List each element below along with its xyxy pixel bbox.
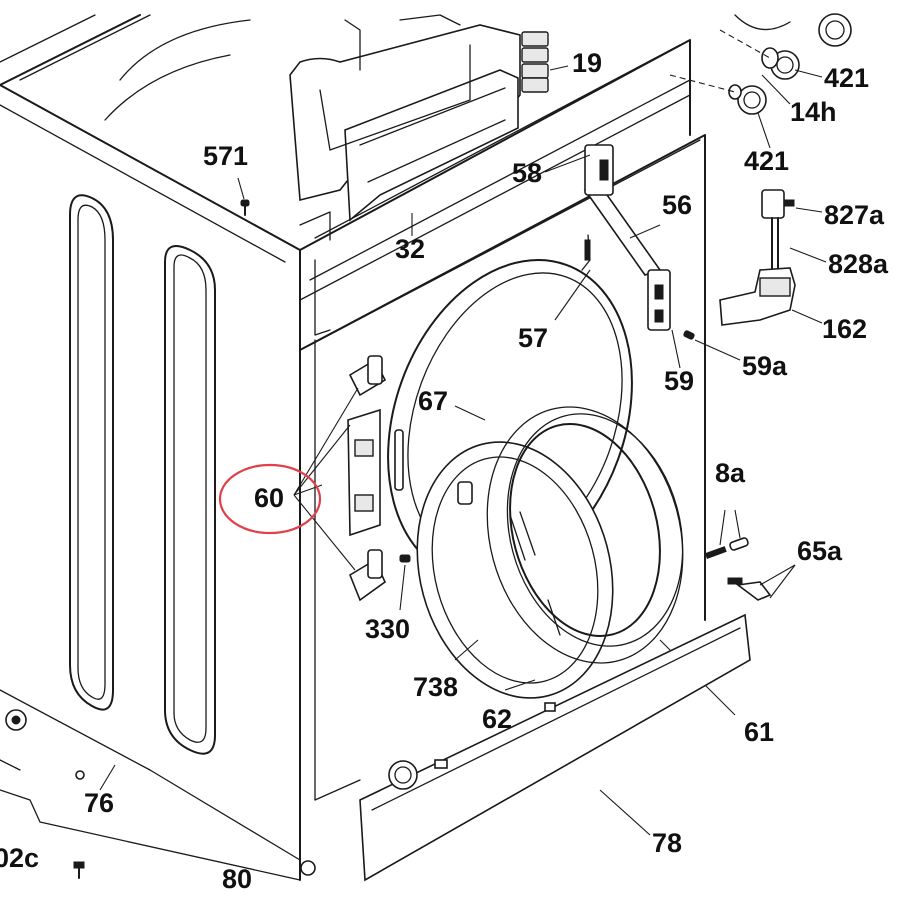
label-162: 162 bbox=[822, 314, 867, 344]
label-02c: 02c bbox=[0, 843, 39, 873]
label-67: 67 bbox=[418, 386, 448, 416]
label-56: 56 bbox=[662, 190, 692, 220]
label-330: 330 bbox=[365, 614, 410, 644]
base-tray bbox=[0, 709, 316, 881]
label-78: 78 bbox=[652, 828, 682, 858]
part-330-screw bbox=[399, 554, 411, 611]
callout-labels: 571 32 19 58 56 57 59 59a 421 14h 421 82… bbox=[0, 48, 889, 894]
cabinet-top-frame bbox=[0, 14, 691, 251]
door-lock-linkage bbox=[544, 144, 681, 369]
label-57: 57 bbox=[518, 323, 548, 353]
label-60: 60 bbox=[254, 483, 284, 513]
part-59a-screw bbox=[683, 330, 741, 361]
label-19: 19 bbox=[572, 48, 602, 78]
part-571-screw bbox=[237, 177, 250, 216]
label-80: 80 bbox=[222, 864, 252, 894]
label-59: 59 bbox=[664, 366, 694, 396]
detergent-drawer bbox=[289, 14, 521, 222]
door-hinges bbox=[347, 355, 387, 602]
door-assembly bbox=[416, 405, 736, 716]
label-58: 58 bbox=[512, 158, 542, 188]
front-panel bbox=[299, 79, 706, 861]
highlight-circle-60 bbox=[218, 463, 322, 535]
label-32: 32 bbox=[395, 234, 425, 264]
label-59a: 59a bbox=[742, 351, 788, 381]
label-14h: 14h bbox=[790, 97, 837, 127]
door-interlock-assembly bbox=[719, 189, 827, 326]
part-19-connector-block bbox=[521, 31, 569, 93]
label-421-bottom: 421 bbox=[744, 146, 789, 176]
label-827a: 827a bbox=[824, 200, 885, 230]
label-828a: 828a bbox=[828, 249, 889, 279]
control-knobs bbox=[669, 13, 852, 149]
part-65a-latch bbox=[727, 564, 796, 601]
label-421-top: 421 bbox=[824, 63, 869, 93]
plinth-panel bbox=[359, 613, 751, 882]
label-738: 738 bbox=[413, 672, 458, 702]
part-8a-pin bbox=[704, 509, 749, 559]
label-8a: 8a bbox=[715, 458, 746, 488]
label-76: 76 bbox=[84, 788, 114, 818]
label-571: 571 bbox=[203, 141, 248, 171]
label-62: 62 bbox=[482, 704, 512, 734]
label-61: 61 bbox=[744, 717, 774, 747]
label-65a: 65a bbox=[797, 536, 843, 566]
